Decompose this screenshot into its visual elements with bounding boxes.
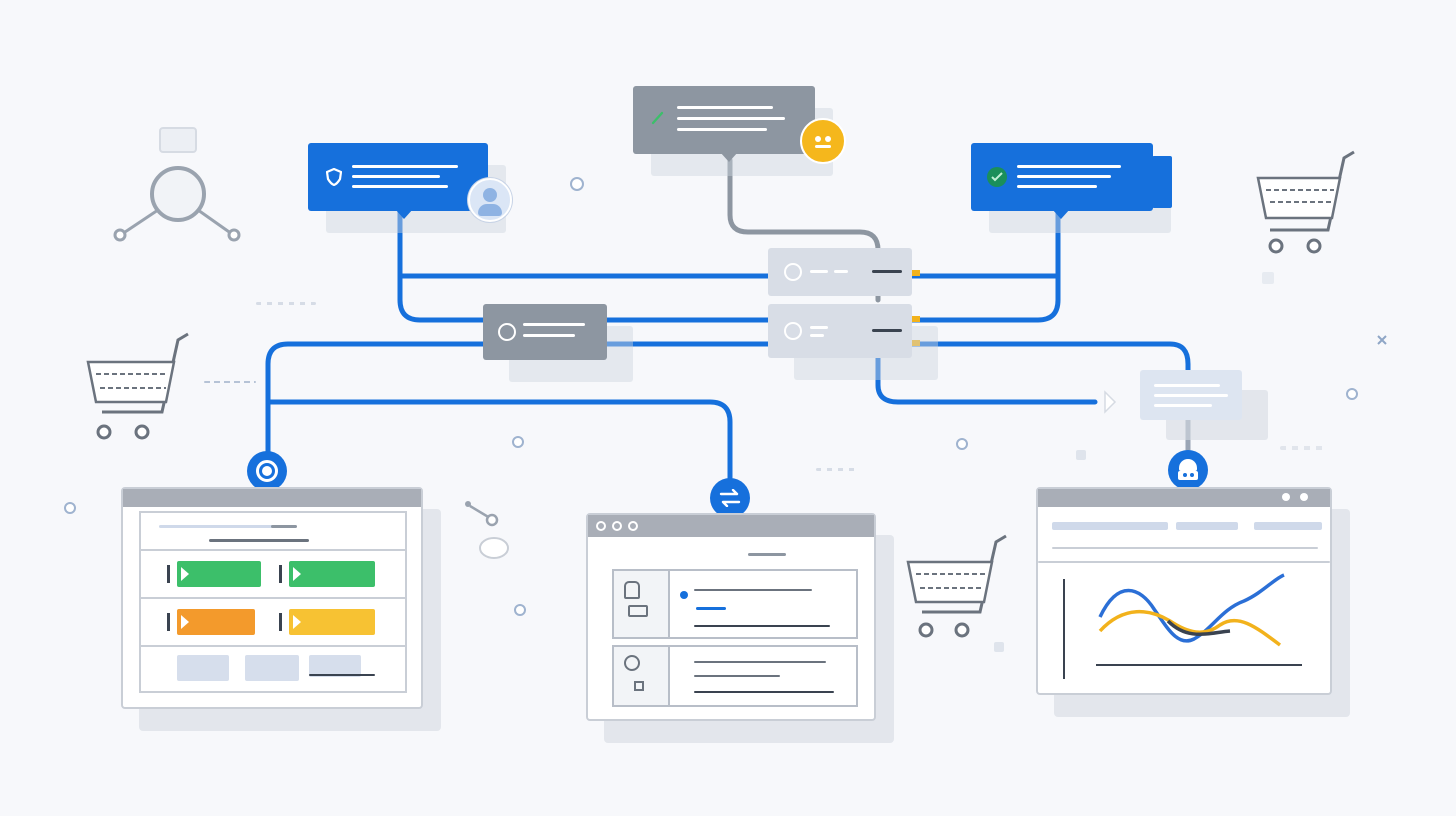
- circle-icon: [784, 263, 802, 281]
- table-row[interactable]: [139, 647, 407, 693]
- decor-dot: [570, 177, 584, 191]
- hub-node-middle[interactable]: [768, 304, 912, 358]
- source-node-center[interactable]: [633, 86, 815, 154]
- decor-square: [1076, 450, 1086, 460]
- decor-dash: [204, 381, 256, 383]
- decor-dot: [512, 436, 524, 448]
- status-orange: [177, 609, 255, 635]
- swap-icon[interactable]: [710, 478, 750, 518]
- decor-square: [1262, 272, 1274, 284]
- cart-icon: [1256, 150, 1355, 254]
- connector-to-chart: [909, 341, 1191, 375]
- connector-to-table: [265, 341, 486, 463]
- user-icon: [468, 178, 512, 222]
- tab-icon: [1152, 156, 1172, 208]
- decor-dash: [816, 468, 860, 471]
- chart-panel[interactable]: [1036, 487, 1332, 695]
- arrow-icon: [1104, 390, 1117, 414]
- status-yellow: [289, 609, 375, 635]
- cart-icon: [906, 534, 1007, 638]
- check-circle-icon: [987, 167, 1007, 187]
- table-row[interactable]: [139, 599, 407, 647]
- connector-source-center: [727, 157, 881, 303]
- decor-dash: [1280, 446, 1328, 450]
- circle-icon: [498, 323, 516, 341]
- connector-to-receiver: [875, 353, 1098, 405]
- shield-icon: [326, 168, 342, 186]
- pointer: [1052, 209, 1070, 219]
- panel-titlebar: [123, 489, 421, 507]
- panel-titlebar: [1038, 489, 1330, 507]
- pointer: [720, 152, 738, 162]
- close-icon: [1377, 335, 1387, 345]
- circle-icon: [784, 322, 802, 340]
- panel-titlebar: [588, 515, 874, 537]
- decor-dot: [1346, 388, 1358, 400]
- hub-node-receiver[interactable]: [1140, 370, 1242, 420]
- connector-source-right: [909, 207, 1061, 323]
- hub-node-top[interactable]: [768, 248, 912, 296]
- status-green: [177, 561, 261, 587]
- decor-dot: [64, 502, 76, 514]
- emoji-badge-icon: [800, 118, 846, 164]
- decor-dash: [256, 302, 316, 305]
- decor-square: [994, 642, 1004, 652]
- cart-icon: [86, 332, 189, 440]
- link-icon: [465, 501, 509, 559]
- network-icon: [113, 127, 241, 242]
- status-green: [289, 561, 375, 587]
- decor-dot: [514, 604, 526, 616]
- table-row[interactable]: [139, 551, 407, 599]
- bot-icon[interactable]: [1168, 450, 1208, 490]
- table-panel[interactable]: [121, 487, 423, 709]
- source-node-right[interactable]: [971, 143, 1153, 211]
- decor-dot: [956, 438, 968, 450]
- target-icon[interactable]: [247, 451, 287, 491]
- source-node-left[interactable]: [308, 143, 488, 211]
- connector-to-list: [265, 399, 733, 493]
- hub-node-left[interactable]: [483, 304, 607, 360]
- pointer: [395, 209, 413, 219]
- line-chart: [1063, 573, 1302, 679]
- connector-source-left-hub: [397, 207, 486, 323]
- list-panel[interactable]: [586, 513, 876, 721]
- list-item[interactable]: [612, 645, 858, 707]
- check-icon: [651, 111, 664, 125]
- list-item[interactable]: [612, 569, 858, 639]
